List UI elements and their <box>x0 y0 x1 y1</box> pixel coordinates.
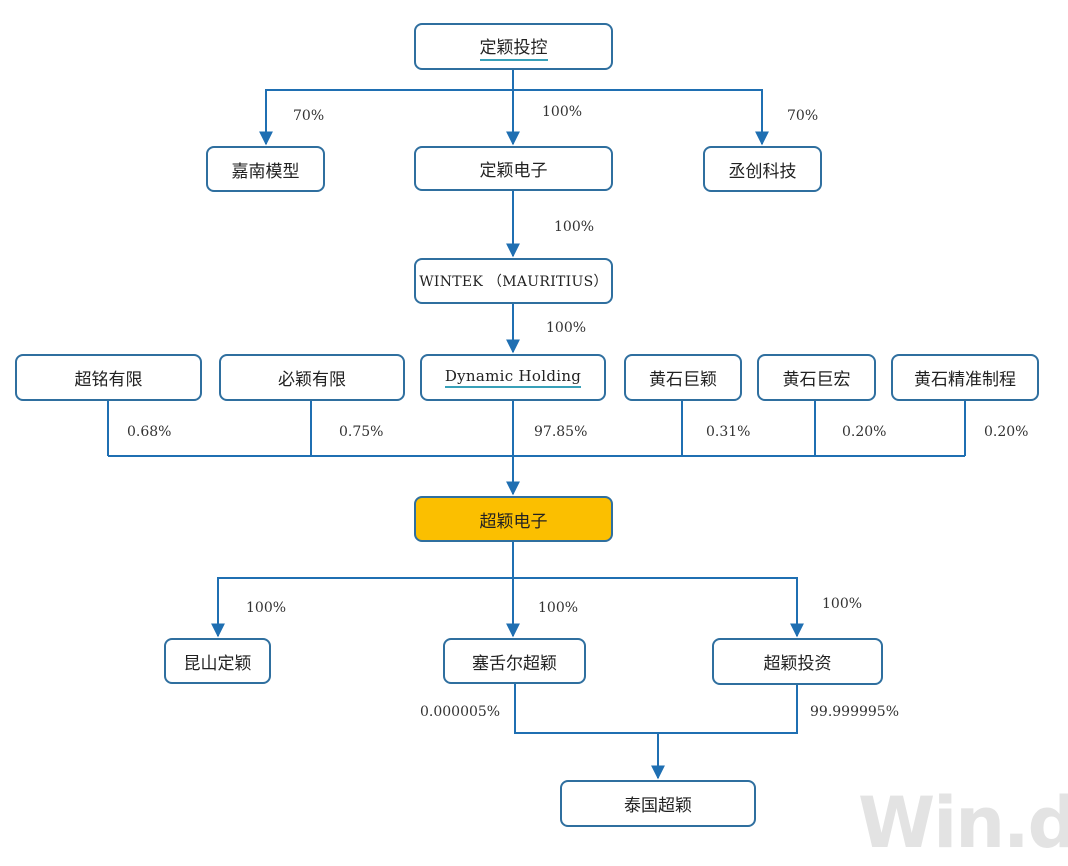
node-label: 黄石巨颖 <box>649 370 717 390</box>
node-label: 黄石巨宏 <box>782 370 851 390</box>
node-label: 定颖电子 <box>479 161 548 181</box>
node-label: 超颖投资 <box>763 654 832 674</box>
connector-chaoying-to-investment <box>513 577 804 638</box>
wind-watermark: Win.d <box>858 782 1068 864</box>
pct-chaoming-share: 0.68% <box>127 424 172 440</box>
node-chaoming: 超铭有限 <box>15 354 202 401</box>
pct-dynamic-share: 97.85% <box>534 424 588 440</box>
node-chengchuang-tech: 丞创科技 <box>703 146 822 192</box>
pct-jingzhun-share: 0.20% <box>984 424 1029 440</box>
node-chaoying-investment: 超颖投资 <box>712 638 883 685</box>
node-huangshi-juying: 黄石巨颖 <box>624 354 742 401</box>
node-thailand-chaoying: 泰国超颖 <box>560 780 756 827</box>
node-label: 定颖投控 <box>479 33 548 61</box>
pct-saishe-to-thailand: 0.000005% <box>420 704 501 720</box>
pct-holdings-to-jianan: 70% <box>293 108 325 124</box>
node-label: 丞创科技 <box>728 161 797 182</box>
connector-saishe-down <box>514 683 658 734</box>
pct-investment-to-thailand: 99.999995% <box>810 704 900 720</box>
node-kunshan-dingying: 昆山定颖 <box>164 638 271 684</box>
node-label: 黄石精准制程 <box>914 370 1016 390</box>
connector-holdings-to-jianan <box>259 70 514 146</box>
pct-to-kunshan: 100% <box>246 600 287 616</box>
node-label: WINTEK （MAURITIUS） <box>419 274 608 290</box>
node-chaoying-electronics: 超颖电子 <box>414 496 613 542</box>
node-label: 塞舌尔超颖 <box>472 653 557 674</box>
pct-biying-share: 0.75% <box>339 424 384 440</box>
pct-wintek-to-dynamic: 100% <box>546 320 587 336</box>
connector-chaoying-to-kunshan <box>211 541 514 638</box>
pct-holdings-to-chengchuang: 70% <box>787 108 819 124</box>
pct-dingying-to-wintek: 100% <box>554 219 595 235</box>
pct-juying-share: 0.31% <box>706 424 751 440</box>
connector-holdings-to-chengchuang <box>513 89 769 146</box>
node-label: 超铭有限 <box>74 370 143 390</box>
node-dynamic-holding: Dynamic Holding <box>420 354 606 401</box>
pct-to-investment: 100% <box>822 596 863 612</box>
node-label: 泰国超颖 <box>624 796 692 816</box>
node-biying: 必颖有限 <box>219 354 405 401</box>
node-huangshi-jingzhun: 黄石精准制程 <box>891 354 1039 401</box>
node-label: 嘉南模型 <box>231 161 300 182</box>
node-dingying-holdings: 定颖投控 <box>414 23 613 70</box>
node-jianan-model: 嘉南模型 <box>206 146 325 192</box>
node-saishe-chaoying: 塞舌尔超颖 <box>443 638 586 684</box>
pct-juhong-share: 0.20% <box>842 424 887 440</box>
node-huangshi-juhong: 黄石巨宏 <box>757 354 876 401</box>
pct-to-saishe: 100% <box>538 600 579 616</box>
node-dingying-electronics: 定颖电子 <box>414 146 613 191</box>
node-label: Dynamic Holding <box>444 367 582 388</box>
connector-investment-down <box>658 685 798 734</box>
node-wintek-mauritius: WINTEK （MAURITIUS） <box>414 258 613 304</box>
pct-holdings-to-dingying: 100% <box>542 104 583 120</box>
node-label: 必颖有限 <box>278 370 346 390</box>
node-label: 昆山定颖 <box>183 653 252 674</box>
node-label: 超颖电子 <box>479 511 548 532</box>
